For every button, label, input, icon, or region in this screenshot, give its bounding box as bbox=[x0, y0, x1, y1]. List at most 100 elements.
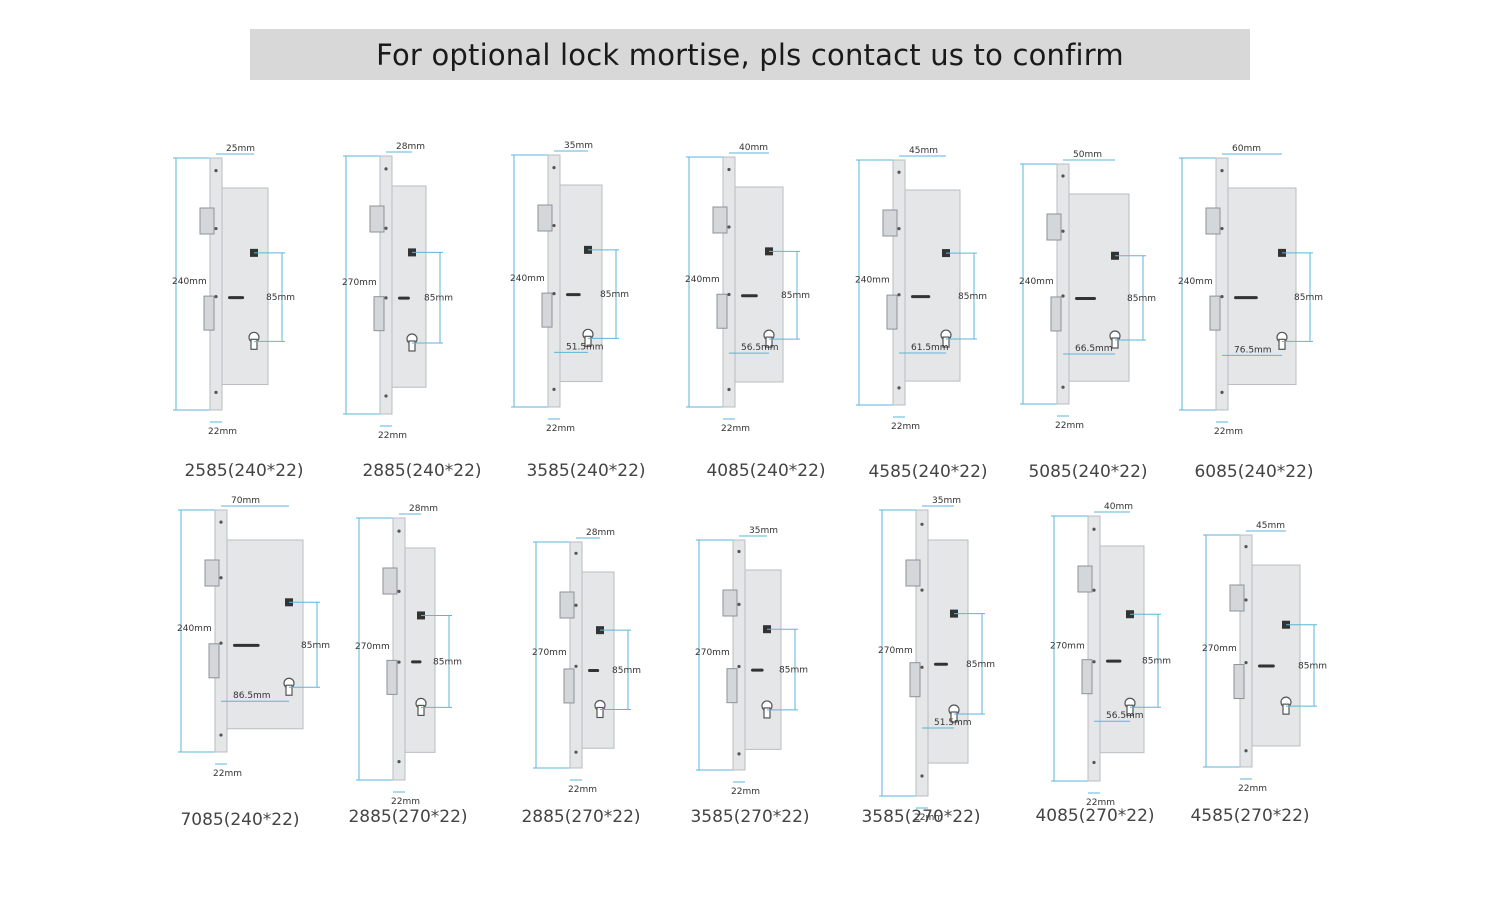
screw-hole bbox=[574, 750, 578, 754]
cylinder-slot bbox=[596, 706, 604, 719]
faceplate-label: 22mm bbox=[1055, 421, 1084, 431]
screw-hole bbox=[897, 293, 901, 297]
latch-bolt bbox=[369, 205, 385, 233]
center-label: 85mm bbox=[1142, 657, 1171, 667]
faceplate bbox=[915, 509, 929, 797]
screw-hole bbox=[727, 225, 731, 229]
height-label: 240mm bbox=[1019, 277, 1054, 287]
screw-hole bbox=[1061, 229, 1065, 233]
screw-hole bbox=[737, 602, 741, 606]
backset-label: 45mm bbox=[909, 146, 938, 156]
latch-bolt bbox=[882, 209, 898, 237]
bottom-label: 76.5mm bbox=[1234, 345, 1272, 355]
height-label: 240mm bbox=[685, 275, 720, 285]
lock-model-caption: 7085(240*22) bbox=[180, 810, 300, 830]
backset-label: 28mm bbox=[396, 142, 425, 152]
lock-body bbox=[404, 547, 436, 753]
dead-bolt bbox=[1081, 659, 1093, 695]
lock-body bbox=[1227, 187, 1297, 386]
center-label: 85mm bbox=[781, 291, 810, 301]
screw-hole bbox=[219, 576, 223, 580]
faceplate bbox=[392, 517, 406, 781]
center-label: 85mm bbox=[301, 641, 330, 651]
screw-hole bbox=[1244, 661, 1248, 665]
faceplate-label: 22mm bbox=[213, 769, 242, 779]
center-label: 85mm bbox=[1127, 294, 1156, 304]
backset-label: 28mm bbox=[586, 528, 615, 538]
screw-hole bbox=[727, 387, 731, 392]
dead-bolt bbox=[726, 668, 738, 704]
bottom-label: 56.5mm bbox=[741, 343, 779, 353]
screw-hole bbox=[897, 170, 901, 174]
body-slot bbox=[411, 660, 422, 664]
screw-hole bbox=[384, 167, 388, 171]
backset-label: 35mm bbox=[749, 526, 778, 536]
cylinder-slot bbox=[285, 684, 293, 696]
screw-hole bbox=[1220, 295, 1224, 299]
faceplate-label: 22mm bbox=[391, 797, 420, 807]
screw-hole bbox=[552, 223, 556, 228]
backset-label: 40mm bbox=[739, 143, 768, 153]
height-label: 240mm bbox=[855, 276, 890, 286]
screw-hole bbox=[219, 641, 223, 645]
screw-hole bbox=[1092, 527, 1096, 531]
faceplate-label: 22mm bbox=[1086, 798, 1115, 808]
backset-label: 28mm bbox=[409, 504, 438, 514]
latch-bolt bbox=[199, 207, 215, 235]
lock-body bbox=[226, 539, 304, 730]
latch-bolt bbox=[722, 589, 738, 617]
center-label: 85mm bbox=[1298, 661, 1327, 671]
dead-bolt bbox=[1050, 296, 1062, 332]
body-slot bbox=[934, 662, 948, 666]
body-slot bbox=[1075, 296, 1096, 300]
height-label: 240mm bbox=[510, 274, 545, 284]
page-title: For optional lock mortise, pls contact u… bbox=[376, 37, 1124, 72]
cylinder-slot bbox=[584, 335, 592, 347]
cylinder-slot bbox=[942, 336, 950, 348]
lock-model-caption: 4585(240*22) bbox=[868, 462, 988, 482]
lock-body bbox=[1251, 564, 1301, 747]
faceplate-label: 22mm bbox=[1238, 784, 1267, 794]
height-label: 240mm bbox=[172, 277, 207, 287]
backset-label: 70mm bbox=[231, 496, 260, 506]
lock-model-caption: 2585(240*22) bbox=[184, 461, 304, 481]
screw-hole bbox=[1220, 169, 1224, 173]
body-slot bbox=[228, 296, 245, 300]
center-label: 85mm bbox=[966, 660, 995, 670]
body-slot bbox=[741, 294, 758, 298]
faceplate bbox=[1239, 534, 1253, 768]
lock-body bbox=[1068, 193, 1130, 382]
screw-hole bbox=[397, 660, 401, 664]
faceplate-label: 22mm bbox=[914, 813, 943, 823]
bottom-label: 66.5mm bbox=[1075, 344, 1113, 354]
screw-hole bbox=[1244, 598, 1248, 602]
lock-model-caption: 2885(240*22) bbox=[362, 461, 482, 481]
screw-hole bbox=[384, 394, 388, 398]
lock-body bbox=[581, 571, 615, 749]
latch-bolt bbox=[559, 591, 575, 619]
lock-model-caption: 4585(270*22) bbox=[1190, 806, 1310, 826]
latch-bolt bbox=[1046, 213, 1062, 241]
screw-hole bbox=[214, 226, 218, 231]
faceplate bbox=[1056, 163, 1070, 405]
height-label: 270mm bbox=[1050, 642, 1085, 652]
dead-bolt bbox=[203, 295, 215, 331]
backset-label: 35mm bbox=[564, 141, 593, 151]
height-label: 270mm bbox=[355, 642, 390, 652]
faceplate bbox=[379, 155, 393, 415]
lock-model-caption: 5085(240*22) bbox=[1028, 462, 1148, 482]
dead-bolt bbox=[909, 662, 921, 698]
lock-body bbox=[904, 189, 961, 382]
screw-hole bbox=[219, 733, 223, 737]
height-label: 270mm bbox=[695, 648, 730, 658]
